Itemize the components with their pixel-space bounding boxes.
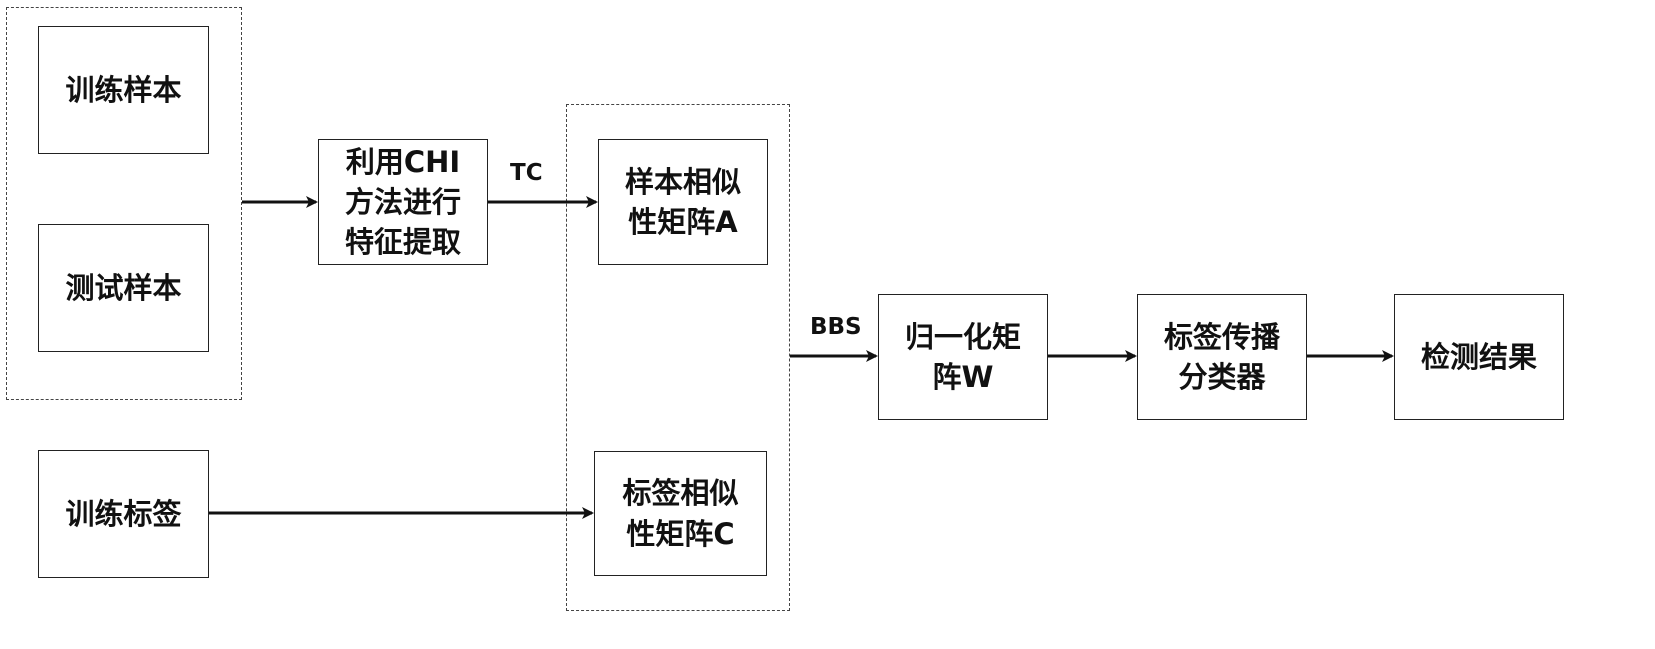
train-samples-node: 训练样本 [38, 26, 209, 154]
norm-matrix-w-label: 归一化矩 阵W [904, 319, 1021, 394]
chi-extract-node: 利用CHI 方法进行 特征提取 [318, 139, 488, 265]
lp-classifier-label: 标签传播 分类器 [1163, 319, 1280, 394]
result-node: 检测结果 [1394, 294, 1564, 420]
lp-classifier-node: 标签传播 分类器 [1137, 294, 1307, 420]
test-samples-label: 测试样本 [65, 270, 182, 305]
label-matrix-c-label: 标签相似 性矩阵C [622, 476, 739, 551]
chi-extract-label: 利用CHI 方法进行 特征提取 [344, 144, 461, 259]
edge-label-bbs: BBS [810, 314, 862, 340]
result-label: 检测结果 [1420, 339, 1537, 374]
train-labels-node: 训练标签 [38, 450, 209, 578]
train-samples-label: 训练样本 [65, 72, 182, 107]
norm-matrix-w-node: 归一化矩 阵W [878, 294, 1048, 420]
test-samples-node: 测试样本 [38, 224, 209, 352]
sample-matrix-a-label: 样本相似 性矩阵A [624, 164, 741, 239]
label-matrix-c-node: 标签相似 性矩阵C [594, 451, 767, 576]
samples-group [6, 7, 242, 400]
matrices-group [566, 104, 790, 611]
train-labels-label: 训练标签 [65, 496, 182, 531]
edge-label-tc: TC [510, 160, 543, 186]
sample-matrix-a-node: 样本相似 性矩阵A [598, 139, 768, 265]
